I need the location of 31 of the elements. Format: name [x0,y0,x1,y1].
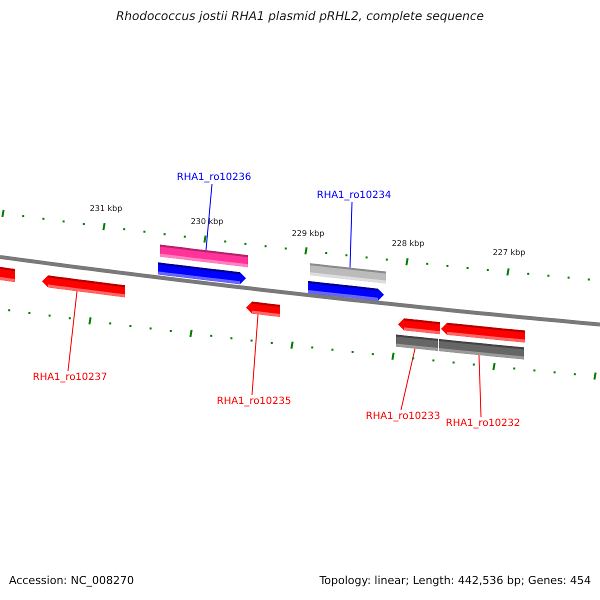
feature-bar [160,244,248,268]
leader-line [206,184,212,251]
map-title: Rhodococcus jostii RHA1 plasmid pRHL2, complete sequence [115,10,485,24]
feature-bar [439,339,524,360]
gene-label: RHA1_ro10237 [32,372,108,383]
leader-line [68,290,78,372]
scale-label: 228 kbp [392,240,424,249]
gene-label: RHA1_ro10232 [446,418,520,429]
feature-bar [310,263,386,284]
leader-line [350,202,352,268]
scale-label: 227 kbp [492,249,526,258]
map-info: Accession: NC_008270 [9,575,134,588]
leader-line [400,348,416,410]
gene-feature-block [398,318,440,334]
leader-line [252,314,258,396]
gene-feature-block [308,281,384,301]
gene-feature-block [0,266,15,282]
scale-label: 231 kbp [90,205,122,214]
gene-feature-block [441,322,525,342]
gene-label: RHA1_ro10235 [216,396,292,407]
feature-bar [396,334,438,351]
map-info: Topology: linear; Length: 442,536 bp; Genes: 454 [319,575,591,588]
gene-feature-block [158,262,246,284]
gene-label: RHA1_ro10234 [316,190,392,201]
leader-line [478,354,482,418]
scale-label: 230 kbp [190,218,224,227]
gene-label: RHA1_ro10236 [176,172,252,183]
scale-label: 229 kbp [292,230,324,239]
gene-feature-block [42,275,125,298]
gene-label: RHA1_ro10233 [366,411,440,422]
gene-feature-block [246,302,280,317]
